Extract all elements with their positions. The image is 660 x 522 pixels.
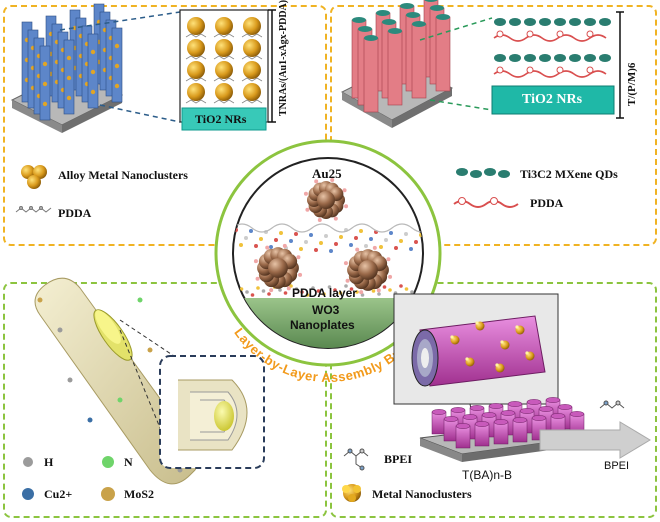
bl-legend-label-2: Cu2+: [44, 487, 73, 501]
tube-cross-section: [411, 315, 546, 387]
au-label: Au25: [312, 166, 342, 181]
pdda-chain-icon: [453, 197, 519, 208]
copper-ion-icon: [22, 488, 34, 500]
mxene-qd-icon: [456, 168, 510, 178]
pdda-molecule-icon: [15, 206, 52, 213]
bl-legend-label-0: H: [44, 455, 54, 469]
arrow-bpei-label: BPEI: [604, 460, 630, 472]
bpei-arrow: [539, 421, 651, 459]
bpei-molecule-icon: [343, 448, 369, 471]
tl-tio2-box: [181, 107, 267, 131]
alloy-nanocluster-icon: [21, 165, 47, 189]
mos2-icon: [101, 487, 115, 501]
top-left-panel: [3, 5, 327, 246]
bottom-right-panel: [330, 282, 657, 518]
wo3-label: WO3: [312, 303, 340, 317]
mos2-capsule: [34, 277, 200, 485]
bpei-molecule-top: [599, 400, 625, 409]
hydrogen-atom-icon: [23, 457, 33, 467]
tr-legend-label-0: Ti3C2 MXene QDs: [520, 167, 618, 181]
nitrogen-atom-icon: [102, 456, 114, 468]
tl-legend-label-0: Alloy Metal Nanoclusters: [58, 168, 188, 182]
substrate-label: T(BA)n-B: [462, 468, 513, 482]
tl-legend-label-1: PDDA: [58, 206, 92, 220]
tr-vertical-label: T/(P/M)6: [626, 62, 638, 106]
tnras-nanorod-array: [10, 3, 124, 133]
tr-legend-label-1: PDDA: [530, 196, 564, 210]
bl-legend-label-1: N: [124, 455, 133, 469]
tr-nanorod-array: [340, 0, 454, 128]
tr-tio2-label: TiO2 NRs: [522, 92, 583, 107]
top-right-panel: [330, 5, 657, 246]
br-legend-label-0: BPEI: [384, 452, 413, 466]
bl-legend-label-3: MoS2: [124, 487, 154, 501]
tl-tio2-label: TiO2 NRs: [195, 112, 247, 126]
metal-nanocluster-icon: [342, 484, 361, 502]
capsule-cross-section: [178, 379, 248, 451]
nanoplates-label: Nanoplates: [290, 318, 355, 332]
tl-vertical-label: TNRAs/(Au1-xAgx-PDDA)n: [278, 0, 289, 116]
bottom-left-panel: [3, 282, 327, 518]
br-legend-label-1: Metal Nanoclusters: [372, 487, 472, 501]
pdda-layer-label: PDDA layer: [292, 286, 357, 300]
tr-tio2-box: [491, 85, 615, 115]
